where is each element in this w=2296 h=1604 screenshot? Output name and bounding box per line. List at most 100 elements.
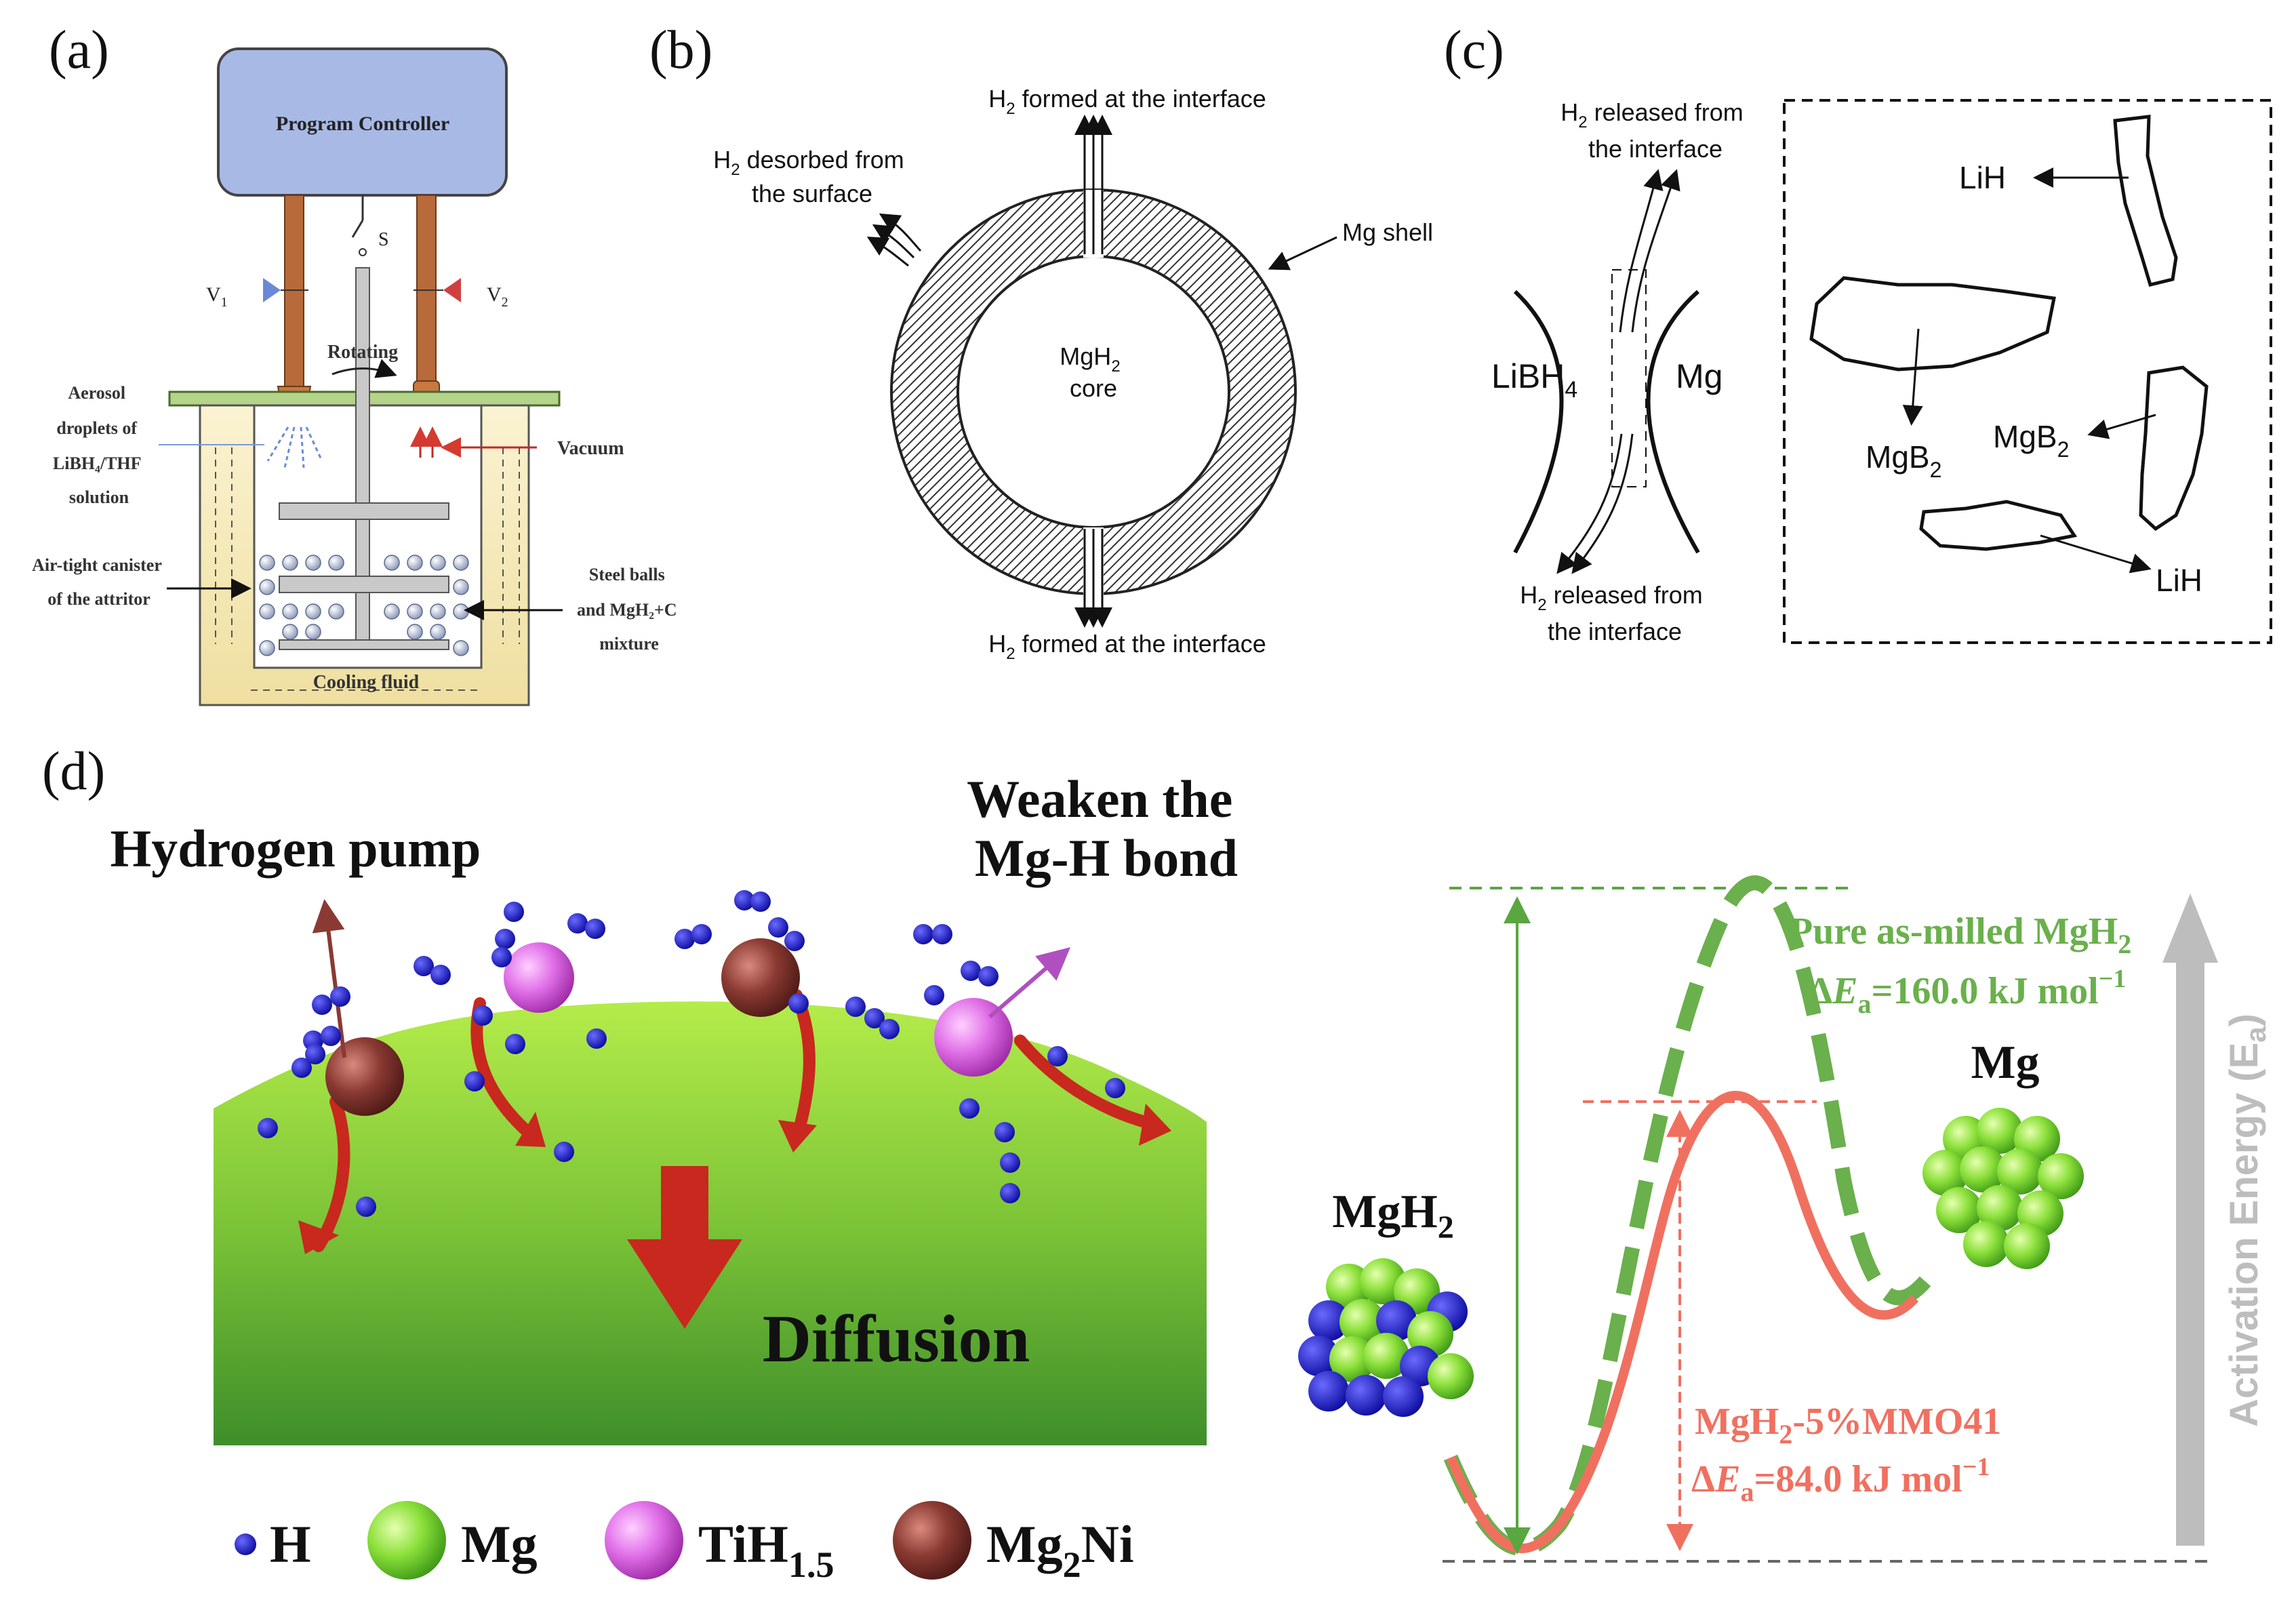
legend: H Mg TiH1.5 Mg2Ni <box>235 1501 1134 1585</box>
hydrogen-pump-arrow <box>312 899 346 1058</box>
top-release-label: H2 released from the interface <box>1560 98 1750 163</box>
panel-b-label: (b) <box>649 20 712 80</box>
mgb2-particle-1 <box>1809 276 2056 372</box>
lih-2-label: LiH <box>2156 563 2202 598</box>
arrowhead-3 <box>778 1120 817 1152</box>
steel-balls-label: Steel balls and MgH₂+C mixture <box>577 565 681 654</box>
mg-interface-curve <box>1646 289 1700 554</box>
weaken-bond-label: Weaken the Mg-H bond <box>967 769 1246 887</box>
energy-axis-shaft <box>2176 963 2204 1546</box>
legend-h-swatch <box>235 1533 256 1555</box>
panel-c: (c) H2 released from the interface H2 re… <box>1444 20 2272 645</box>
panel-b: (b) H2 formed at the interface H2 formed… <box>649 20 1433 663</box>
weaken-bond-arrow <box>988 947 1071 1019</box>
spray-icon <box>266 426 323 468</box>
diffusion-arrow-head <box>627 1239 742 1329</box>
valve-v1-icon <box>263 278 281 302</box>
mgb2-1-label: MgB2 <box>1866 439 1941 482</box>
bottom-h2-label: H2 formed at the interface <box>988 630 1266 663</box>
valve-v1-label: V1 <box>206 283 228 310</box>
impeller-2 <box>279 576 449 593</box>
doped-ea-label: ΔEa=84.0 kJ mol−1 <box>1691 1453 1990 1507</box>
lih-1-label: LiH <box>1959 160 2006 195</box>
mg-label: Mg <box>1676 357 1723 395</box>
legend-h-label: H <box>270 1515 311 1573</box>
hydrogen-pump-label: Hydrogen pump <box>110 819 481 878</box>
mgb2-2-label: MgB2 <box>1993 419 2069 462</box>
bottom-h2-arrows <box>1074 529 1112 628</box>
switch-lever <box>351 220 364 238</box>
rotating-label: Rotating <box>327 342 398 363</box>
switch-label: S <box>378 229 389 250</box>
switch-contact <box>359 248 367 256</box>
cooling-fluid-label: Cooling fluid <box>313 672 420 693</box>
mg-shell-label: Mg shell <box>1342 218 1433 246</box>
right-pipe <box>416 195 437 383</box>
steel-balls <box>259 555 469 656</box>
panel-a-label: (a) <box>49 20 109 80</box>
pure-label: Pure as-milled MgH2 <box>1790 910 2131 959</box>
impeller-1 <box>279 502 449 520</box>
doped-label: MgH2-5%MMO41 <box>1695 1401 2001 1449</box>
canister-label: Air-tight canister of the attritor <box>32 555 166 609</box>
legend-tih-swatch <box>605 1501 683 1580</box>
legend-mg-label: Mg <box>461 1515 538 1573</box>
arrowhead-1 <box>298 1220 339 1254</box>
program-controller-label: Program Controller <box>276 113 449 135</box>
pure-ea-label: ΔEa=160.0 kJ mol−1 <box>1809 965 2126 1019</box>
mgh2-cluster <box>1298 1258 1474 1417</box>
legend-mg2ni-swatch <box>893 1501 971 1580</box>
doped-mgh2-curve <box>1446 1091 1919 1554</box>
panel-d-label: (d) <box>42 742 105 801</box>
desorbed-arrows <box>866 213 922 267</box>
tih-particle-2 <box>934 998 1013 1077</box>
aerosol-label: Aerosol droplets of LiBH₄/THF solution <box>53 383 145 507</box>
product-box <box>1783 99 2272 644</box>
panel-d: (d) <box>42 742 2272 1585</box>
mg-product-label: Mg <box>1971 1037 2039 1089</box>
energy-axis-label: Activation Energy (Ea) <box>2222 1014 2272 1427</box>
panel-c-label: (c) <box>1444 20 1504 80</box>
diffusion-arrow-shaft <box>661 1166 708 1241</box>
lih-particle-2 <box>1919 500 2078 551</box>
libh4-interface-curve <box>1513 289 1564 554</box>
rotating-arrow <box>331 359 397 378</box>
bottom-release-arrows <box>1556 433 1634 574</box>
desorbed-label: H2 desorbed from the surface <box>713 146 911 207</box>
mg2ni-particle-1 <box>325 1037 404 1116</box>
lih-particle-1 <box>2113 115 2178 287</box>
mgh2-surface <box>214 1001 1207 1445</box>
top-h2-label: H2 formed at the interface <box>988 85 1266 118</box>
mgh2-cluster-label: MgH2 <box>1332 1186 1454 1245</box>
core-label: MgH2 core <box>1060 342 1127 402</box>
lih-2-pointer <box>2040 534 2152 574</box>
legend-mg2ni-label: Mg2Ni <box>986 1515 1134 1585</box>
top-h2-arrows <box>1074 115 1112 254</box>
vacuum-arrows-icon <box>410 426 443 458</box>
mg-shell-pointer <box>1268 236 1337 270</box>
mgb2-2-pointer <box>2087 414 2156 439</box>
mg-cluster <box>1922 1108 2084 1269</box>
top-release-arrows <box>1619 169 1680 333</box>
energy-axis-head <box>2162 894 2218 963</box>
energy-diagram: Activation Energy (Ea) Pure as-milled Mg… <box>1298 875 2272 1563</box>
mg2ni-particle-2 <box>721 938 800 1017</box>
mgb2-particle-2 <box>2139 365 2209 532</box>
impeller-3 <box>279 639 449 650</box>
panel-a: (a) Program Controller V1 V2 S <box>32 20 681 706</box>
valve-v2-icon <box>443 278 461 302</box>
h-atoms <box>258 890 1125 1217</box>
legend-tih-label: TiH1.5 <box>698 1515 834 1585</box>
tih-particle-1 <box>504 942 574 1013</box>
interface-box <box>1611 269 1647 487</box>
legend-mg-swatch <box>367 1501 446 1580</box>
arrowhead-2 <box>515 1112 546 1147</box>
libh4-label: LiBH4 <box>1491 357 1577 403</box>
diffusion-label: Diffusion <box>763 1301 1030 1376</box>
bottom-release-label: H2 released from the interface <box>1520 581 1709 645</box>
arrowhead-4 <box>1139 1104 1171 1146</box>
valve-v2-label: V2 <box>487 283 508 310</box>
mgb2-1-pointer <box>1902 328 1923 426</box>
vacuum-label: Vacuum <box>557 438 624 459</box>
